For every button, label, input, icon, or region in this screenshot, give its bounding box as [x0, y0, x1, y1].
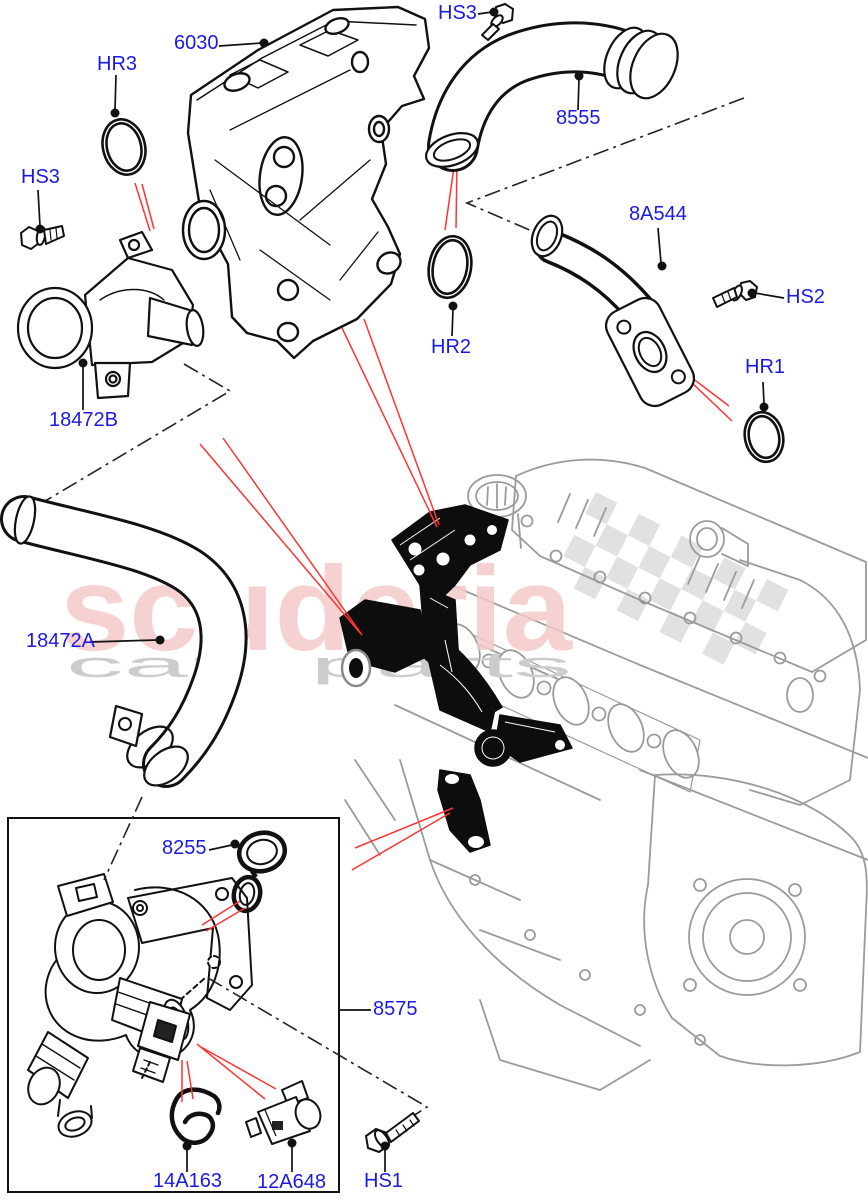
- part-label-hs1[interactable]: HS1: [364, 1170, 403, 1192]
- bolt-hs1: [365, 1112, 420, 1153]
- part-label-12a648[interactable]: 12A648: [257, 1171, 326, 1193]
- clamp-illustration: [169, 1087, 222, 1145]
- inset-box: [7, 817, 340, 1193]
- part-label-hs2[interactable]: HS2: [786, 286, 825, 308]
- thermostat-outlet-illustration: [16, 230, 205, 400]
- lower-pipe-illustration: [530, 214, 696, 408]
- sensor-illustration: [245, 1080, 322, 1145]
- part-label-8a544[interactable]: 8A544: [629, 203, 687, 225]
- upper-hose-illustration: [425, 21, 679, 172]
- part-label-hr3[interactable]: HR3: [97, 53, 138, 75]
- part-label-6030[interactable]: 6030: [174, 32, 219, 54]
- bracket-illustration: [181, 5, 431, 360]
- part-label-8555[interactable]: 8555: [556, 107, 601, 129]
- part-label-18472b[interactable]: 18472B: [49, 409, 118, 431]
- part-label-hs3-right[interactable]: HS3: [438, 2, 477, 24]
- bolt-hs3-top: [481, 3, 514, 41]
- oring-hr2: [427, 234, 473, 300]
- gasket-illustration: [231, 830, 288, 914]
- part-label-8575[interactable]: 8575: [373, 998, 418, 1020]
- water-pump-illustration: [27, 873, 253, 1138]
- lower-hose-illustration: [0, 495, 248, 788]
- installed-assembly-highlight: [339, 504, 573, 853]
- oring-hr3: [101, 118, 147, 176]
- part-label-hr2[interactable]: HR2: [431, 336, 472, 358]
- exploded-parts: [0, 3, 785, 1153]
- bolt-hs3-left: [20, 225, 65, 250]
- checkered-flag-watermark: [563, 492, 789, 665]
- part-label-hr1[interactable]: HR1: [745, 356, 786, 378]
- part-label-14a163[interactable]: 14A163: [153, 1170, 222, 1192]
- part-label-hs3-left[interactable]: HS3: [21, 166, 60, 188]
- bolt-hs2: [712, 280, 758, 308]
- red-leader-lines: [134, 159, 733, 1102]
- leader-lines: [35, 7, 785, 1172]
- part-label-18472a[interactable]: 18472A: [26, 630, 95, 652]
- oring-hr1: [743, 410, 785, 464]
- part-label-8255[interactable]: 8255: [162, 837, 207, 859]
